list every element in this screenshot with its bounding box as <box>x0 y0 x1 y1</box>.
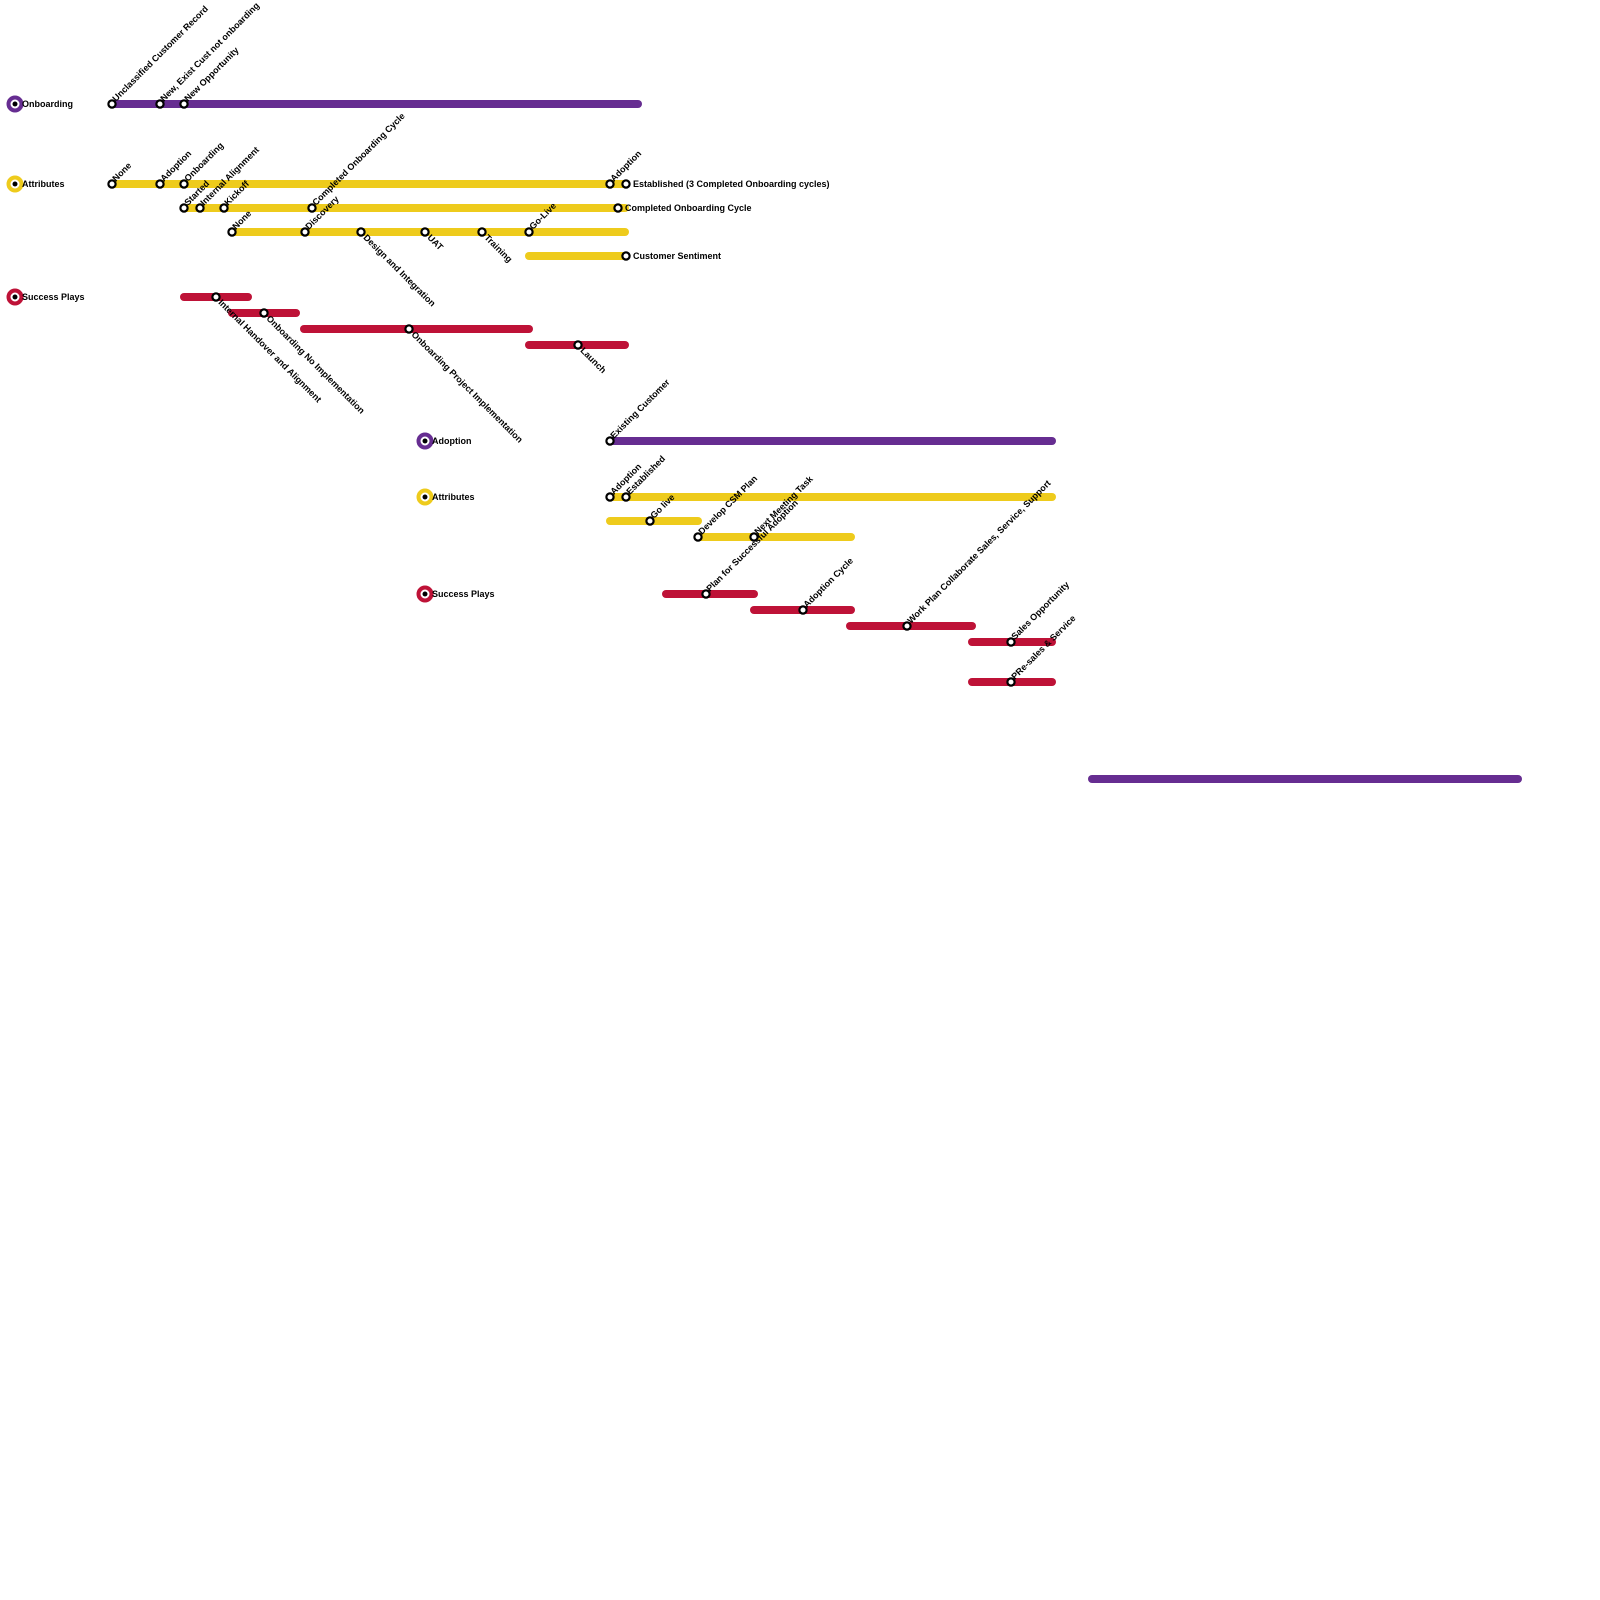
station-label: Design and Integration <box>361 232 437 308</box>
station-marker-icon <box>477 227 487 237</box>
legend-marker-dot <box>12 101 18 107</box>
station-marker-icon <box>179 99 189 109</box>
station-marker-icon <box>605 179 615 189</box>
station-marker-icon <box>179 179 189 189</box>
station-marker-icon <box>211 292 221 302</box>
station-marker-icon <box>107 99 117 109</box>
station-onboarding-project-implementation: Onboarding Project Implementation <box>404 324 525 445</box>
station-existing-customer: Existing Customer <box>605 377 672 446</box>
station-marker-icon <box>524 227 534 237</box>
station-marker-icon <box>1006 637 1016 647</box>
legend-item-attributes: Attributes <box>416 488 475 506</box>
legend-label: Success Plays <box>432 589 495 599</box>
station-marker-icon <box>227 227 237 237</box>
station-marker-icon <box>573 340 583 350</box>
station-new-exist-cust-not-onboarding: New, Exist Cust not onboarding <box>155 0 261 109</box>
station-marker-icon <box>621 251 631 261</box>
station-label: Develop CSM Plan <box>696 473 759 536</box>
legend-item-onboarding: Onboarding <box>6 95 73 113</box>
station-label: Launch <box>578 345 608 375</box>
legend-label: Attributes <box>432 492 475 502</box>
station-marker-icon <box>693 532 703 542</box>
station-marker-icon <box>749 532 759 542</box>
legend-marker-dot <box>12 181 18 187</box>
station-established-3-completed-onboarding-cycles: Established (3 Completed Onboarding cycl… <box>621 179 830 189</box>
station-marker-icon <box>259 308 269 318</box>
station-marker-icon <box>1006 677 1016 687</box>
station-marker-icon <box>356 227 366 237</box>
legend-marker-dot <box>422 591 428 597</box>
legend-label: Onboarding <box>22 99 73 109</box>
station-marker-icon <box>613 203 623 213</box>
station-completed-onboarding-cycle: Completed Onboarding Cycle <box>307 111 407 213</box>
station-pre-sales-service: PRe-sales & Service <box>1006 613 1078 687</box>
legend-label: Adoption <box>432 436 472 446</box>
legend-marker-dot <box>422 494 428 500</box>
legend-marker-dot <box>422 438 428 444</box>
station-marker-icon <box>902 621 912 631</box>
station-marker-icon <box>179 203 189 213</box>
station-marker-icon <box>404 324 414 334</box>
station-marker-icon <box>701 589 711 599</box>
legend-label: Attributes <box>22 179 65 189</box>
station-label: Customer Sentiment <box>633 251 721 261</box>
station-label: Completed Onboarding Cycle <box>625 203 752 213</box>
station-label: Established (3 Completed Onboarding cycl… <box>633 179 830 189</box>
station-label: None <box>110 160 133 183</box>
station-marker-icon <box>621 179 631 189</box>
station-develop-csm-plan: Develop CSM Plan <box>693 473 759 542</box>
station-design-and-integration: Design and Integration <box>356 227 437 308</box>
station-marker-icon <box>420 227 430 237</box>
station-customer-sentiment: Customer Sentiment <box>621 251 721 261</box>
legend-label: Success Plays <box>22 292 85 302</box>
station-marker-icon <box>621 492 631 502</box>
station-label: Onboarding <box>182 140 225 183</box>
station-marker-icon <box>645 516 655 526</box>
station-marker-icon <box>219 203 229 213</box>
station-label: Completed Onboarding Cycle <box>310 111 407 208</box>
legend-marker-dot <box>12 294 18 300</box>
station-completed-onboarding-cycle: Completed Onboarding Cycle <box>613 203 752 213</box>
station-marker-icon <box>155 99 165 109</box>
station-adoption-cycle: Adoption Cycle <box>798 556 855 615</box>
station-label: Next Meeting Task <box>752 473 815 536</box>
legend-item-adoption: Adoption <box>416 432 472 450</box>
station-marker-icon <box>798 605 808 615</box>
station-label: Adoption Cycle <box>801 556 855 610</box>
station-label: Existing Customer <box>608 377 672 441</box>
station-label: Training <box>482 232 514 264</box>
station-marker-icon <box>107 179 117 189</box>
station-label: Onboarding Project Implementation <box>409 329 524 444</box>
station-marker-icon <box>155 179 165 189</box>
station-marker-icon <box>605 436 615 446</box>
legend-item-success-plays: Success Plays <box>6 288 85 306</box>
station-marker-icon <box>300 227 310 237</box>
station-marker-icon <box>195 203 205 213</box>
station-label: New, Exist Cust not onboarding <box>158 0 261 103</box>
station-marker-icon <box>307 203 317 213</box>
legend-item-success-plays: Success Plays <box>416 585 495 603</box>
station-marker-icon <box>605 492 615 502</box>
legend-item-attributes: Attributes <box>6 175 65 193</box>
